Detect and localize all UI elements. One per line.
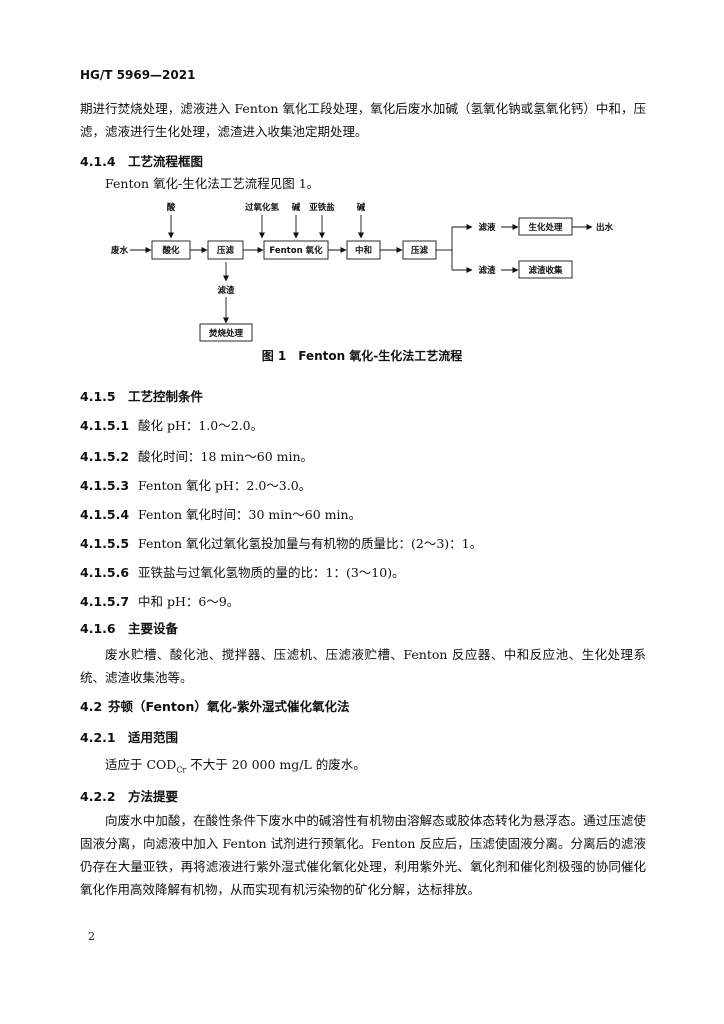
box-acidify xyxy=(151,240,191,260)
process-flowchart: 酸 过氧化氢 碱 亚铁盐 碱 废水 酸化 压滤 Fenton 氧化 中和 压滤 … xyxy=(111,202,614,342)
text-fenton: Fenton 氧化 xyxy=(269,245,323,256)
page-number: 2 xyxy=(88,930,95,943)
section-number: 4.2 xyxy=(80,699,103,714)
flowchart-reference-text: Fenton 氧化-生化法工艺流程见图 1。 xyxy=(105,176,320,191)
section-heading-4-2: 4.2 芬顿（Fenton）氧化-紫外湿式催化氧化法 xyxy=(80,696,350,715)
section-heading-4-1-6: 4.1.6 主要设备 xyxy=(80,618,178,637)
section-number: 4.1.5 xyxy=(80,389,116,404)
section-number: 4.1.6 xyxy=(80,621,116,636)
box-neutralize xyxy=(346,240,381,260)
label-alkali-1: 碱 xyxy=(292,202,301,213)
box-bio-treatment xyxy=(518,217,573,236)
box-press-2 xyxy=(402,240,437,260)
section-heading-4-1-4: 4.1.4 工艺流程框图 xyxy=(80,151,203,170)
label-residue-right: 滤渣 xyxy=(478,265,496,276)
section-title: 工艺控制条件 xyxy=(128,389,204,404)
text-incineration: 焚烧处理 xyxy=(208,328,244,339)
label-ferrous-salt: 亚铁盐 xyxy=(309,202,335,213)
section-number: 4.2.2 xyxy=(80,789,116,804)
box-fenton xyxy=(263,240,329,260)
section-title: 工艺流程框图 xyxy=(128,154,204,169)
text-acidify: 酸化 xyxy=(162,245,180,256)
section-title: 芬顿（Fenton）氧化-紫外湿式催化氧化法 xyxy=(108,699,350,714)
text-press-1: 压滤 xyxy=(217,245,235,256)
intro-paragraph: 期进行焚烧处理，滤液进入 Fenton 氧化工段处理，氧化后废水加碱（氢氧化钠或… xyxy=(80,101,646,139)
box-residue-collection xyxy=(518,260,573,279)
label-residue-left: 滤渣 xyxy=(217,285,235,296)
section-heading-4-2-2: 4.2.2 方法提要 xyxy=(80,786,178,805)
text-residue-collection: 滤渣收集 xyxy=(528,265,563,276)
text-bio-treatment: 生化处理 xyxy=(528,222,563,233)
box-incineration xyxy=(199,323,253,342)
figure-caption: 图 1 Fenton 氧化-生化法工艺流程 xyxy=(261,349,463,363)
equipment-paragraph: 废水贮槽、酸化池、搅拌器、压滤机、压滤液贮槽、Fenton 反应器、中和反应池、… xyxy=(80,647,646,685)
label-wastewater: 废水 xyxy=(111,245,129,256)
label-effluent: 出水 xyxy=(596,222,614,233)
standard-code: HG/T 5969—2021 xyxy=(80,68,196,82)
text-neutralize: 中和 xyxy=(355,245,372,256)
section-title: 主要设备 xyxy=(128,621,179,636)
label-filtrate: 滤液 xyxy=(478,222,496,233)
label-hydrogen-peroxide: 过氧化氢 xyxy=(245,202,280,213)
label-alkali-2: 碱 xyxy=(357,202,366,213)
text-press-2: 压滤 xyxy=(411,245,429,256)
section-title: 方法提要 xyxy=(128,789,179,804)
section-heading-4-1-5: 4.1.5 工艺控制条件 xyxy=(80,386,203,405)
label-acid: 酸 xyxy=(167,202,176,213)
section-number: 4.2.1 xyxy=(80,730,116,745)
section-heading-4-2-1: 4.2.1 适用范围 xyxy=(80,727,178,746)
scope-paragraph: 适应于 CODCr 不大于 20 000 mg/L 的废水。 xyxy=(105,757,366,775)
section-number: 4.1.4 xyxy=(80,154,116,169)
section-title: 适用范围 xyxy=(128,730,179,745)
box-press-1 xyxy=(207,240,244,260)
method-paragraph: 向废水中加酸，在酸性条件下废水中的碱溶性有机物由溶解态或胶体态转化为悬浮态。通过… xyxy=(80,813,646,897)
